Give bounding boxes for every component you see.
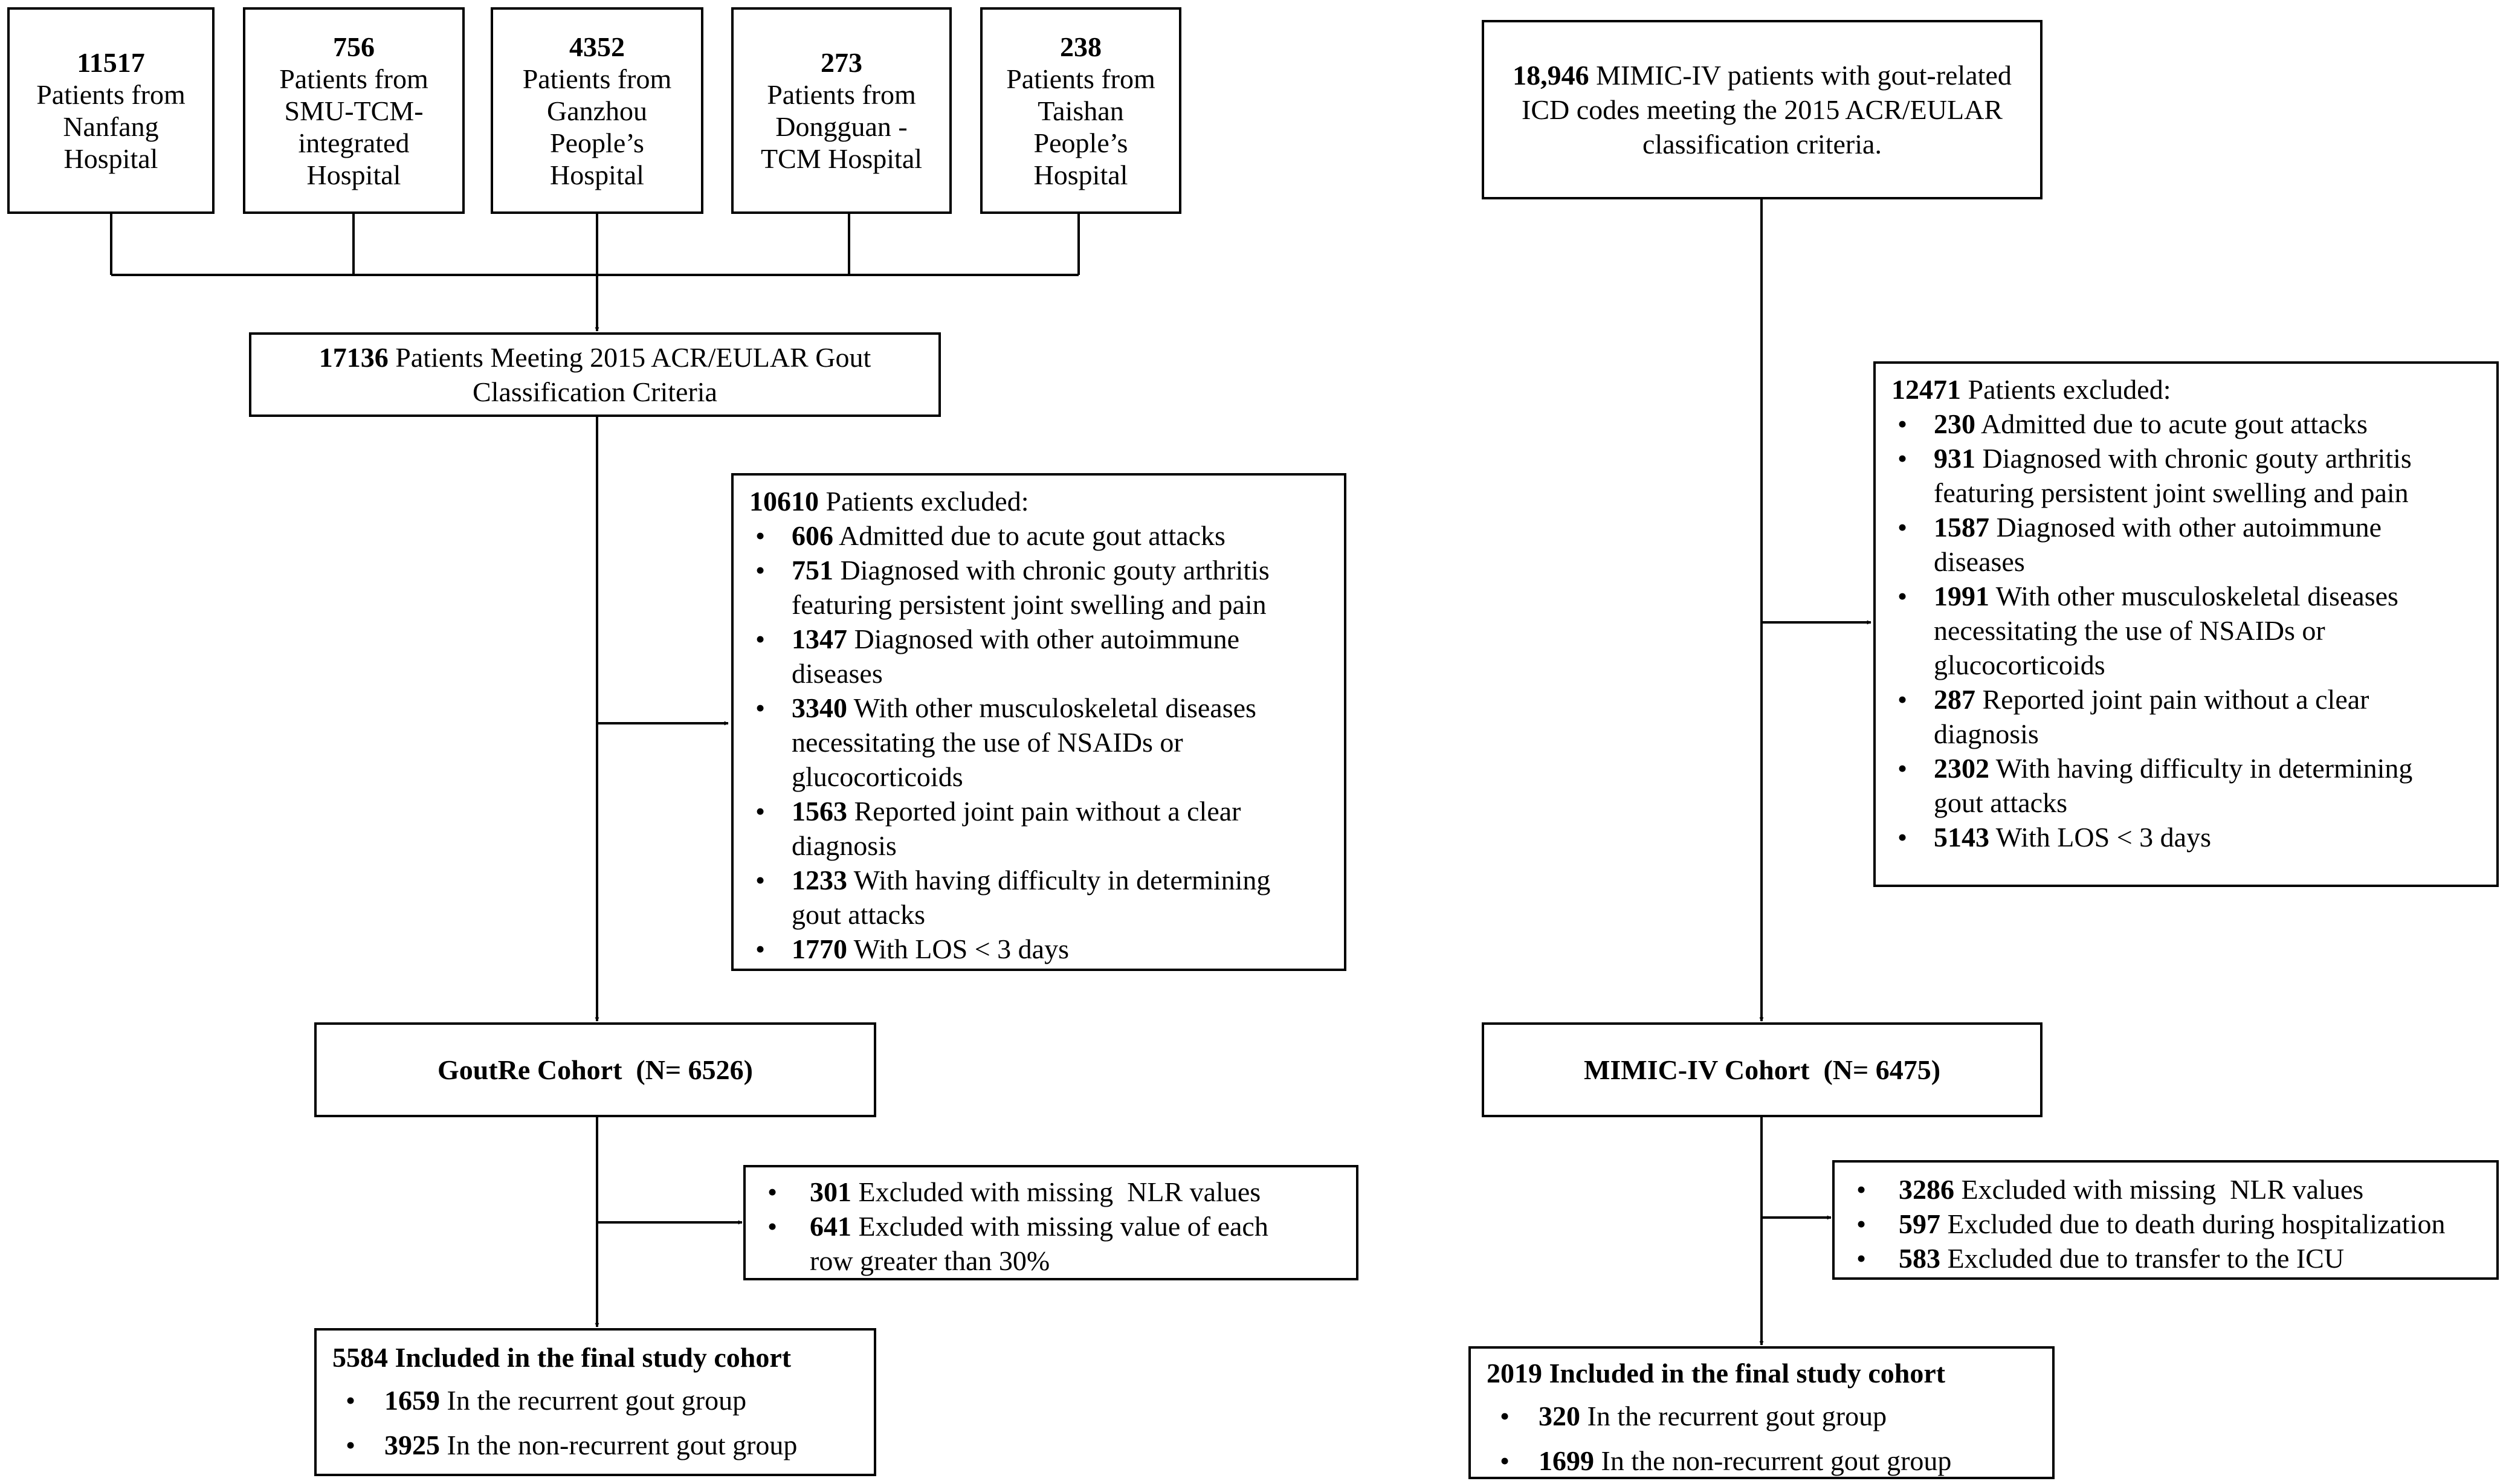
exclusion-box-right-2: 3286 Excluded with missing NLR values 59… [1832, 1160, 2499, 1280]
cohort-box-goutre: GoutRe Cohort (N= 6526) [314, 1022, 876, 1117]
source-label: Patients from Dongguan -TCM Hospital [760, 79, 923, 174]
list-item: 1770 With LOS < 3 days [749, 932, 1275, 966]
source-box-dongguan: 273 Patients from Dongguan -TCM Hospital [731, 7, 952, 214]
list-item: 230 Admitted due to acute gout attacks [1891, 407, 2423, 441]
final-header: 5584 Included in the final study cohort [332, 1342, 792, 1373]
source-label: Patients from Nanfang Hospital [36, 79, 186, 174]
patient-count: 273 [821, 47, 862, 78]
final-cohort-box-right: 2019 Included in the final study cohort … [1468, 1346, 2055, 1479]
list-item: 606 Admitted due to acute gout attacks [749, 518, 1275, 553]
source-label: Patients from Taishan People’s Hospital [1006, 63, 1155, 190]
excluded-header: Patients excluded: [1968, 374, 2171, 405]
list-item: 1563 Reported joint pain without a clear… [749, 794, 1275, 863]
source-label: MIMIC-IV patients with gout-related ICD … [1522, 60, 2012, 160]
criteria-count: 17136 [318, 342, 389, 373]
criteria-label: Patients Meeting 2015 ACR/EULAR Gout Cla… [395, 342, 871, 407]
list-item: 3925 In the non-recurrent gout group [332, 1428, 874, 1462]
list-item: 583 Excluded due to transfer to the ICU [1850, 1241, 2461, 1276]
cohort-label: MIMIC-IV Cohort (N= 6475) [1583, 1054, 1941, 1085]
list-item: 1699 In the non-recurrent gout group [1487, 1444, 2052, 1478]
patient-count: 11517 [77, 47, 145, 78]
cohort-label: GoutRe Cohort (N= 6526) [438, 1054, 753, 1085]
exclusion-box-right: 12471 Patients excluded: 230 Admitted du… [1873, 361, 2499, 887]
list-item: 3340 With other musculoskeletal diseases… [749, 691, 1275, 794]
patient-count: 238 [1060, 31, 1102, 62]
list-item: 751 Diagnosed with chronic gouty arthrit… [749, 553, 1275, 622]
patient-count: 4352 [569, 31, 625, 62]
list-item: 5143 With LOS < 3 days [1891, 820, 2423, 854]
list-item: 1659 In the recurrent gout group [332, 1383, 874, 1418]
excluded-header: Patients excluded: [825, 486, 1029, 517]
list-item: 1991 With other musculoskeletal diseases… [1891, 579, 2423, 682]
list-item: 1587 Diagnosed with other autoimmune dis… [1891, 510, 2423, 579]
source-box-smu-tcm: 756 Patients from SMU-TCM-integrated Hos… [243, 7, 465, 214]
list-item: 287 Reported joint pain without a clear … [1891, 682, 2423, 751]
source-box-taishan: 238 Patients from Taishan People’s Hospi… [980, 7, 1181, 214]
list-item: 2302 With having difficulty in determini… [1891, 751, 2423, 820]
list-item: 1233 With having difficulty in determini… [749, 863, 1275, 932]
source-box-mimic: 18,946 MIMIC-IV patients with gout-relat… [1482, 20, 2043, 199]
list-item: 597 Excluded due to death during hospita… [1850, 1207, 2461, 1241]
excluded-count: 10610 [749, 486, 819, 517]
source-label: Patients from SMU-TCM-integrated Hospita… [279, 63, 428, 190]
patient-count: 18,946 [1513, 60, 1589, 91]
source-box-nanfang: 11517 Patients from Nanfang Hospital [7, 7, 215, 214]
source-box-ganzhou: 4352 Patients from Ganzhou People’s Hosp… [491, 7, 703, 214]
patient-count: 756 [333, 31, 375, 62]
criteria-box: 17136 Patients Meeting 2015 ACR/EULAR Go… [249, 332, 941, 417]
list-item: 1347 Diagnosed with other autoimmune dis… [749, 622, 1275, 691]
list-item: 931 Diagnosed with chronic gouty arthrit… [1891, 441, 2423, 510]
cohort-box-mimic: MIMIC-IV Cohort (N= 6475) [1482, 1022, 2043, 1117]
list-item: 301 Excluded with missing NLR values [761, 1175, 1305, 1209]
exclusion-box-left-2: 301 Excluded with missing NLR values 641… [743, 1165, 1358, 1280]
list-item: 641 Excluded with missing value of each … [761, 1209, 1305, 1278]
list-item: 320 In the recurrent gout group [1487, 1399, 2052, 1433]
final-cohort-box-left: 5584 Included in the final study cohort … [314, 1328, 876, 1476]
excluded-count: 12471 [1891, 374, 1961, 405]
final-header: 2019 Included in the final study cohort [1487, 1358, 1946, 1389]
exclusion-box-left: 10610 Patients excluded: 606 Admitted du… [731, 473, 1346, 971]
source-label: Patients from Ganzhou People’s Hospital [522, 63, 672, 190]
list-item: 3286 Excluded with missing NLR values [1850, 1172, 2461, 1207]
